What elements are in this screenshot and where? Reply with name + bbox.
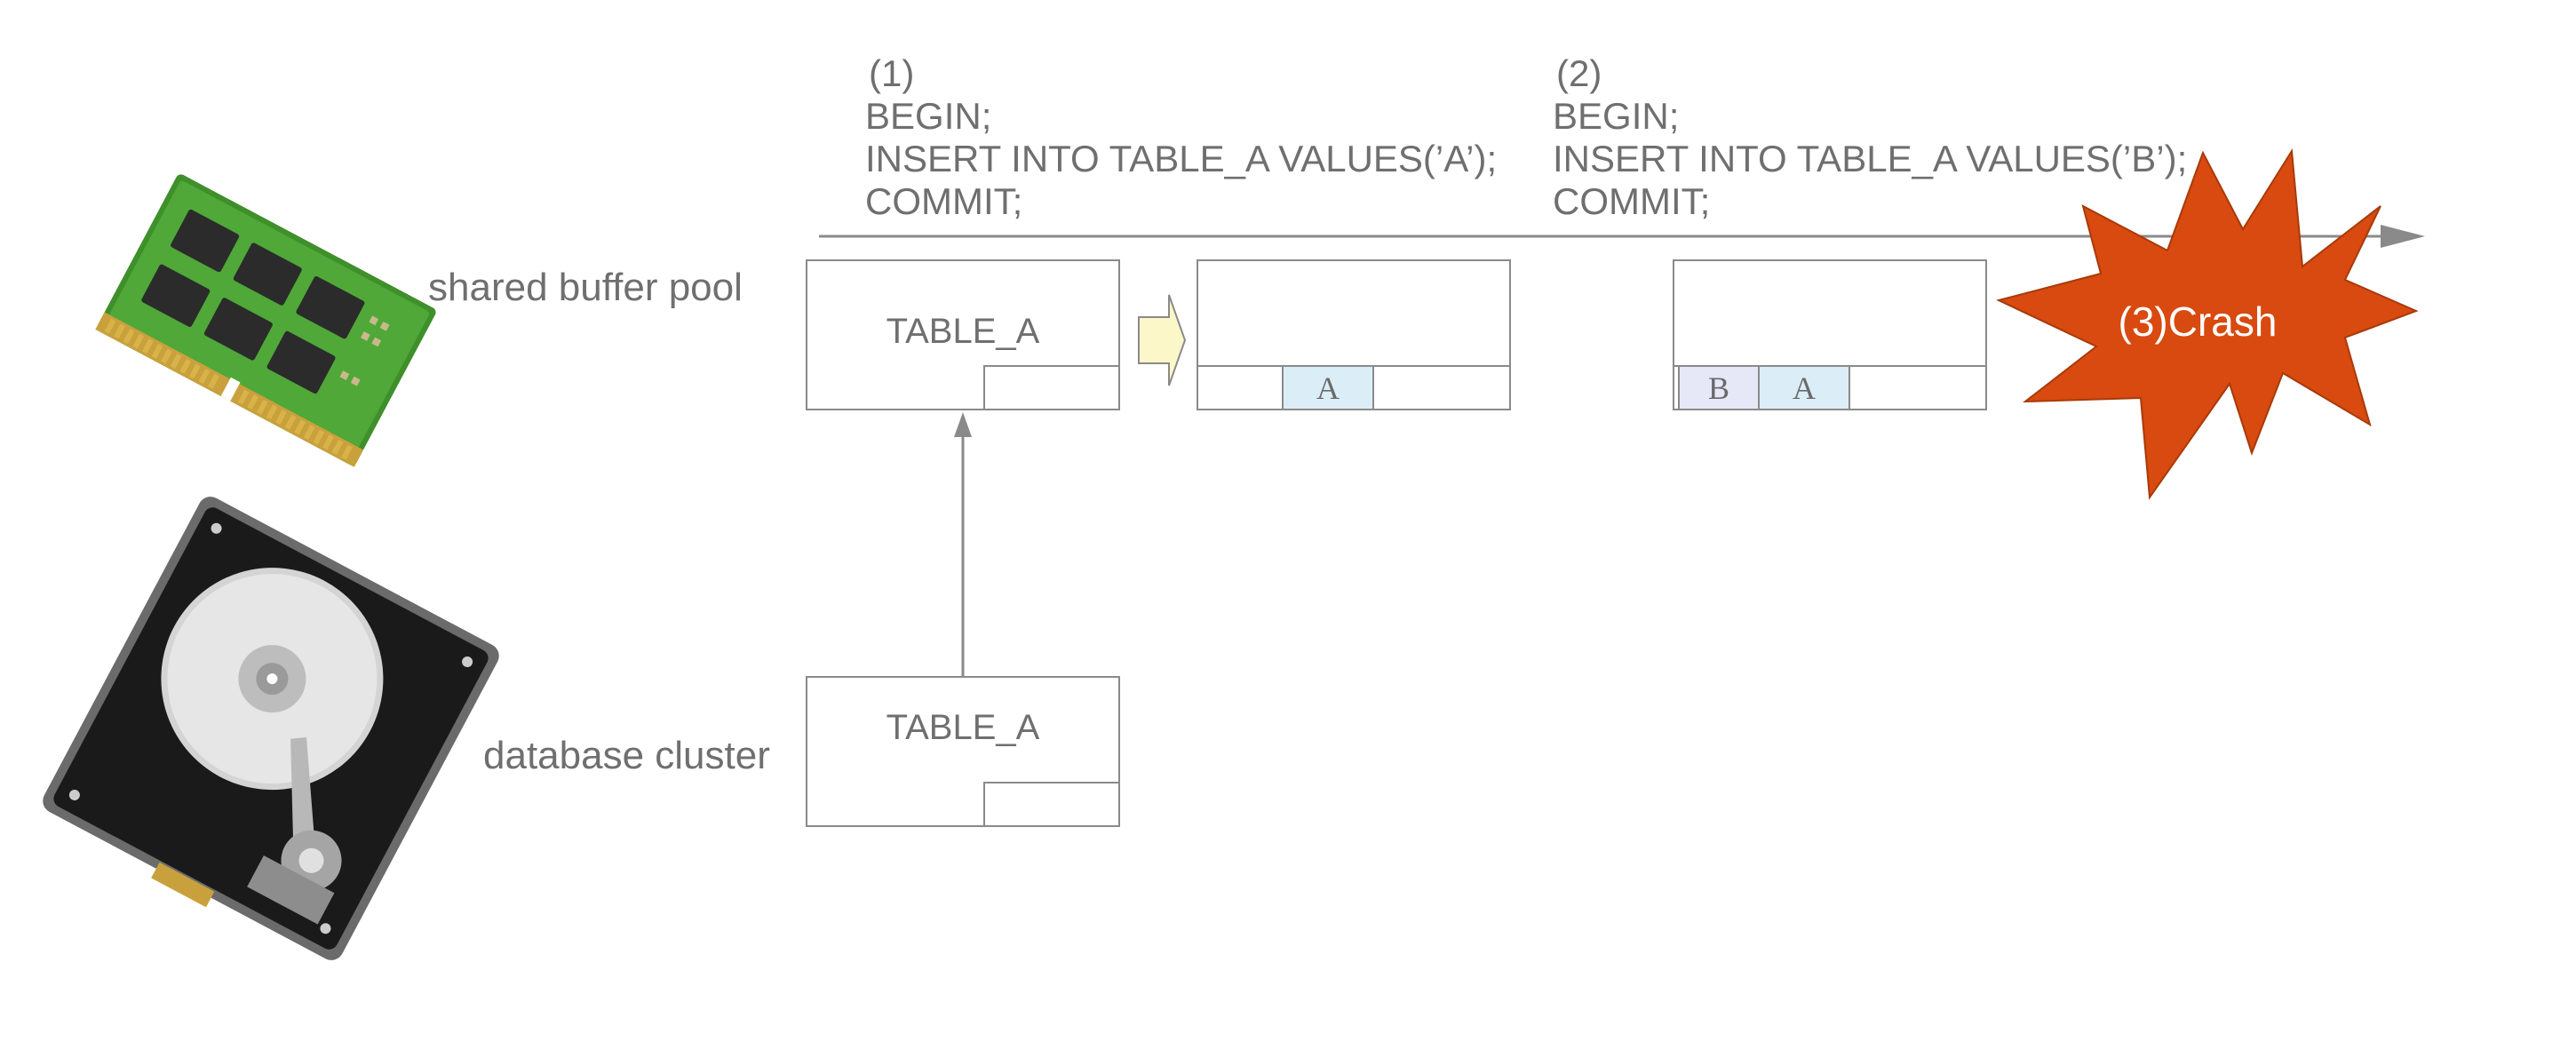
- crash-label: (3)Crash: [2119, 298, 2278, 345]
- tuple-a-label: A: [1316, 370, 1340, 406]
- step-1-sql: (1) BEGIN; INSERT INTO TABLE_A VALUES(’A…: [865, 52, 1497, 222]
- hard-disk-icon: [43, 497, 499, 960]
- step-2-number: (2): [1556, 52, 1602, 94]
- block-arrow-icon: [1138, 294, 1187, 386]
- tuple-a: [1282, 365, 1374, 410]
- load-arrow: [954, 412, 972, 677]
- step-2-sql: (2) BEGIN; INSERT INTO TABLE_A VALUES(’B…: [1553, 52, 2187, 222]
- tuple-a-label: A: [1793, 370, 1816, 406]
- step-1-number: (1): [869, 52, 914, 94]
- buffer-page-1: TABLE_A: [806, 259, 1120, 410]
- ram-module-icon: [95, 174, 436, 467]
- shared-buffer-pool-label: shared buffer pool: [428, 266, 743, 309]
- buffer-page-2: A: [1197, 259, 1511, 410]
- database-cluster-label: database cluster: [483, 734, 770, 777]
- step-1-line-2: INSERT INTO TABLE_A VALUES(’A’);: [865, 138, 1497, 179]
- tuple-a: [1758, 365, 1850, 410]
- step-1-line-1: BEGIN;: [865, 95, 991, 137]
- step-2-line-2: INSERT INTO TABLE_A VALUES(’B’);: [1553, 138, 2187, 179]
- step-1-line-3: COMMIT;: [865, 180, 1022, 222]
- crash-burst-icon: (3)Crash: [1996, 147, 2419, 500]
- buffer-page-3: B A: [1673, 259, 1987, 410]
- disk-page: TABLE_A: [806, 676, 1120, 827]
- disk-table-name: TABLE_A: [886, 708, 1040, 747]
- step-2-line-1: BEGIN;: [1553, 95, 1679, 137]
- tuple-b-label: B: [1708, 370, 1729, 406]
- buffer-table-name: TABLE_A: [886, 312, 1040, 351]
- step-2-line-3: COMMIT;: [1553, 180, 1710, 222]
